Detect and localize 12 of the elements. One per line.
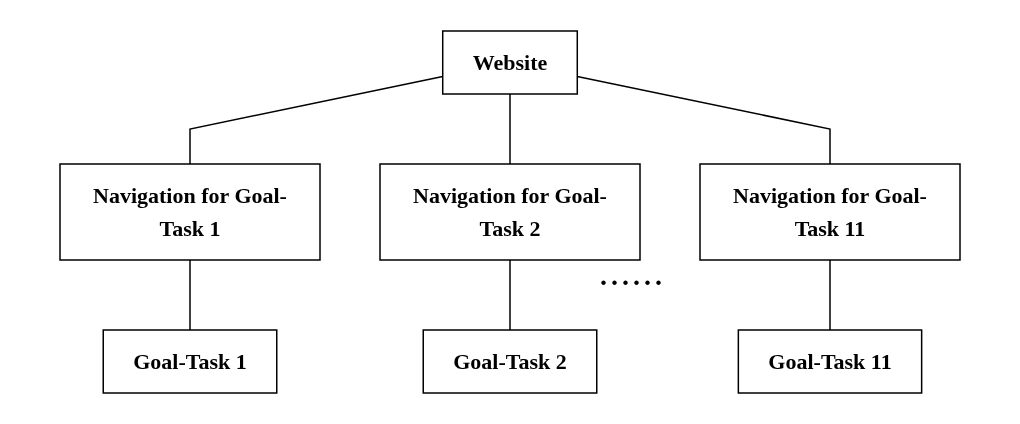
node-box: Goal-Task 11 [737, 329, 923, 394]
node-box: Navigation for Goal-Task 2 [379, 163, 641, 261]
connector [509, 259, 511, 331]
connector [829, 259, 831, 331]
ellipsis-dots: ...... [600, 260, 666, 291]
node-box: Goal-Task 2 [422, 329, 598, 394]
node-box: Navigation for Goal-Task 11 [699, 163, 961, 261]
connector [189, 259, 191, 331]
node-box: Goal-Task 1 [102, 329, 278, 394]
connector [509, 93, 511, 165]
node-box: Navigation for Goal-Task 1 [59, 163, 321, 261]
node-box: Website [441, 30, 579, 95]
